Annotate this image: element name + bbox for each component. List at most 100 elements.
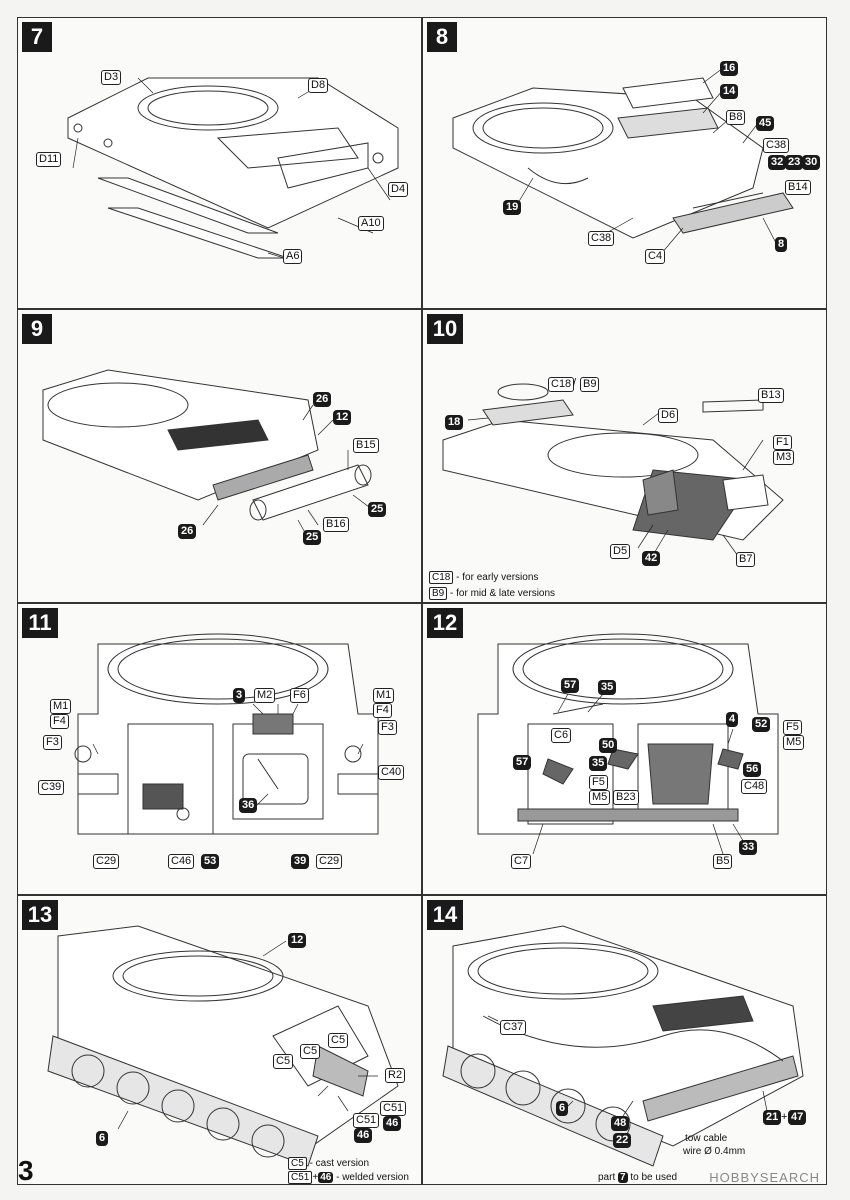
part-number: 52 <box>752 717 771 732</box>
version-note: C5 - cast version <box>288 1157 369 1170</box>
part-number: 6 <box>556 1101 569 1116</box>
part-number: 22 <box>613 1133 632 1148</box>
part-label: M5 <box>589 790 611 805</box>
part-number: 47 <box>788 1110 807 1125</box>
part-label: D6 <box>658 408 679 423</box>
label-separator: / <box>573 377 577 389</box>
part-label: D11 <box>36 152 62 167</box>
step-14-panel: 14 C37 6 48 22 21 + 47 tow cable wire Ø … <box>422 895 827 1185</box>
part-number: 46 <box>383 1116 402 1131</box>
part-number: 53 <box>201 854 220 869</box>
part-label: C29 <box>93 854 120 869</box>
part-label: B15 <box>353 438 379 453</box>
part-label: D8 <box>308 78 329 93</box>
part-label: C18 <box>548 377 575 392</box>
step-7-panel: 7 D3 D8 D11 D4 A10 A6 <box>17 17 422 309</box>
part-label: B5 <box>713 854 733 869</box>
part-label: B7 <box>736 552 756 567</box>
note-tag: C5 <box>288 1157 307 1170</box>
part-usage-note: part 7 to be used <box>598 1172 677 1183</box>
hull-rear-drawing <box>74 633 379 835</box>
part-number: 12 <box>333 410 352 425</box>
watermark: HOBBYSEARCH <box>709 1170 820 1185</box>
note-tag: B9 <box>429 587 448 600</box>
part-number: 4 <box>726 712 739 727</box>
part-number: 21 <box>763 1110 782 1125</box>
part-label: M3 <box>773 450 795 465</box>
plus-sign: + <box>781 1111 788 1123</box>
part-label: C51 <box>353 1113 380 1128</box>
part-label: F5 <box>783 720 802 735</box>
part-label: B8 <box>726 110 746 125</box>
part-number: 46 <box>354 1128 373 1143</box>
part-label: F3 <box>43 735 62 750</box>
part-label: M1 <box>50 699 72 714</box>
part-number: 19 <box>503 200 522 215</box>
page-number: 3 <box>18 1155 34 1186</box>
note-text: - for mid & late versions <box>447 588 556 599</box>
part-label: C7 <box>511 854 532 869</box>
step-13-panel: 13 12 C5 C5 C5 R2 C51 46 C51 46 6 C5 - c… <box>17 895 422 1185</box>
part-label: F1 <box>773 435 792 450</box>
step-number: 12 <box>427 608 463 638</box>
step-number: 14 <box>427 900 463 930</box>
version-note: B9 - for mid & late versions <box>429 587 556 600</box>
note-prefix: part <box>598 1172 619 1183</box>
part-number: 16 <box>720 61 739 76</box>
part-label: M1 <box>373 688 395 703</box>
part-label: M2 <box>254 688 276 703</box>
part-label: C29 <box>316 854 343 869</box>
part-number: 32 <box>768 155 787 170</box>
cable-note: tow cable <box>685 1133 728 1144</box>
part-number: 26 <box>178 524 197 539</box>
hull-rear-drawing <box>477 633 779 855</box>
part-label: B9 <box>580 377 600 392</box>
part-label: C38 <box>588 231 615 246</box>
part-label: C4 <box>645 249 666 264</box>
note-plus: + <box>312 1172 319 1183</box>
vehicle-drawing <box>47 925 399 1167</box>
part-label: F4 <box>50 714 69 729</box>
part-label: F5 <box>589 775 608 790</box>
part-number: 48 <box>611 1116 630 1131</box>
part-label: R2 <box>385 1068 406 1083</box>
note-dtag: 46 <box>318 1172 334 1183</box>
step-10-panel: 10 C18 / B9 B13 18 D6 F1 M3 D5 42 B7 C18… <box>422 309 827 603</box>
part-label: B16 <box>323 517 349 532</box>
part-label: C5 <box>300 1044 321 1059</box>
note-text: - for early versions <box>453 572 539 583</box>
part-number: 25 <box>368 502 387 517</box>
step-11-panel: 11 3 M2 F6 M1 F4 M1 F4 F3 F3 C39 C40 36 … <box>17 603 422 895</box>
part-number: 26 <box>313 392 332 407</box>
version-note: C51+46 - welded version <box>288 1171 409 1184</box>
part-number: 57 <box>561 678 580 693</box>
note-dtag: 7 <box>618 1172 628 1183</box>
part-number: 18 <box>445 415 464 430</box>
part-number: 23 <box>785 155 804 170</box>
step-number: 9 <box>22 314 52 344</box>
part-label: C5 <box>273 1054 294 1069</box>
hull-drawing <box>452 67 794 255</box>
part-number: 30 <box>802 155 821 170</box>
part-number: 50 <box>599 738 618 753</box>
part-label: F6 <box>290 688 309 703</box>
hull-drawing <box>42 369 374 539</box>
part-number: 39 <box>291 854 310 869</box>
part-label: C6 <box>551 728 572 743</box>
version-note: C18 - for early versions <box>429 571 539 584</box>
part-label: C39 <box>38 780 65 795</box>
step-8-panel: 8 16 14 B8 45 C38 32 23 30 B14 19 C38 C4… <box>422 17 827 309</box>
part-label: A10 <box>358 216 384 231</box>
note-text: - welded version <box>333 1172 409 1183</box>
part-number: 36 <box>239 798 258 813</box>
part-label: C40 <box>378 765 405 780</box>
part-number: 56 <box>743 762 762 777</box>
part-label: C5 <box>328 1033 349 1048</box>
part-label: F4 <box>373 703 392 718</box>
part-number: 6 <box>96 1131 109 1146</box>
step-12-panel: 12 57 35 4 52 F5 M5 C6 50 35 57 F5 M5 B2… <box>422 603 827 895</box>
part-label: C51 <box>380 1101 407 1116</box>
part-label: C37 <box>500 1020 527 1035</box>
vehicle-drawing <box>442 925 804 1167</box>
part-number: 35 <box>598 680 617 695</box>
